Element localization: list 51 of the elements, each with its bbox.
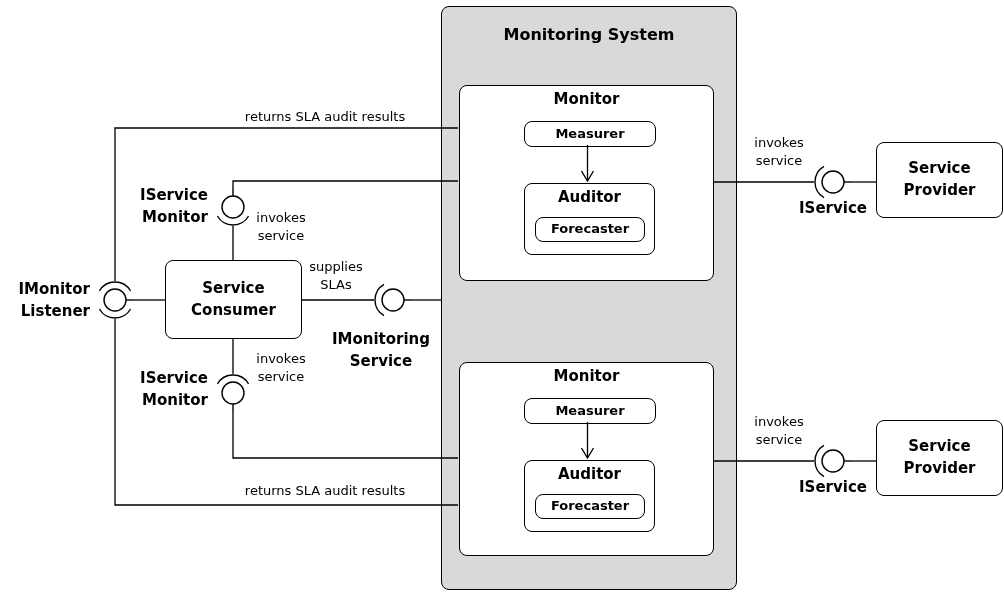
system-container — [441, 6, 737, 590]
component-label: Forecaster — [550, 220, 630, 239]
interface-label: IService — [798, 477, 868, 498]
connector-line — [232, 225, 234, 261]
connector-line — [851, 181, 877, 183]
component-title: Monitor — [553, 366, 620, 387]
component-title: Auditor — [557, 187, 621, 208]
component-box — [459, 362, 714, 556]
interface-label: IMonitoring Service — [330, 329, 432, 372]
component-box — [459, 85, 714, 281]
component-label: Service Provider — [902, 436, 977, 479]
component-label: Forecaster — [550, 497, 630, 516]
interface-symbol — [374, 281, 412, 319]
connector-line — [232, 411, 459, 459]
component-label: Service Provider — [902, 158, 977, 201]
connector-line — [301, 299, 375, 301]
interface-symbol — [96, 281, 134, 319]
connector-line — [114, 127, 459, 282]
arrow — [580, 144, 595, 182]
connector-line — [232, 338, 234, 375]
component-title: Monitoring System — [503, 24, 675, 46]
component-box — [876, 142, 1003, 218]
connector-line — [114, 318, 459, 506]
component-box — [524, 460, 655, 532]
interface-label: IService Monitor — [139, 368, 208, 411]
component-title: Monitor — [553, 89, 620, 110]
connector-line — [133, 299, 166, 301]
connector-line — [232, 180, 459, 189]
interface-symbol — [214, 188, 252, 226]
interface-symbol — [214, 374, 252, 412]
connector-line — [712, 460, 815, 462]
component-box — [165, 260, 302, 339]
component-label: Measurer — [555, 124, 625, 143]
component-box — [524, 183, 655, 255]
component-label: Service Consumer — [190, 277, 277, 321]
interface-label: IService Monitor — [139, 185, 208, 228]
component-label: Measurer — [555, 401, 625, 420]
component-box — [524, 398, 656, 424]
arrow — [580, 421, 595, 459]
interface-label: IMonitor Listener — [17, 279, 90, 322]
component-box — [535, 217, 645, 242]
interface-symbol — [814, 442, 852, 480]
component-box — [524, 121, 656, 147]
connector-line — [411, 299, 442, 301]
component-box — [876, 420, 1003, 496]
component-title: Auditor — [557, 464, 621, 485]
interface-symbol — [814, 163, 852, 201]
component-box — [535, 494, 645, 519]
connector-line — [712, 181, 815, 183]
interface-label: IService — [798, 198, 868, 219]
connector-line — [851, 460, 877, 462]
